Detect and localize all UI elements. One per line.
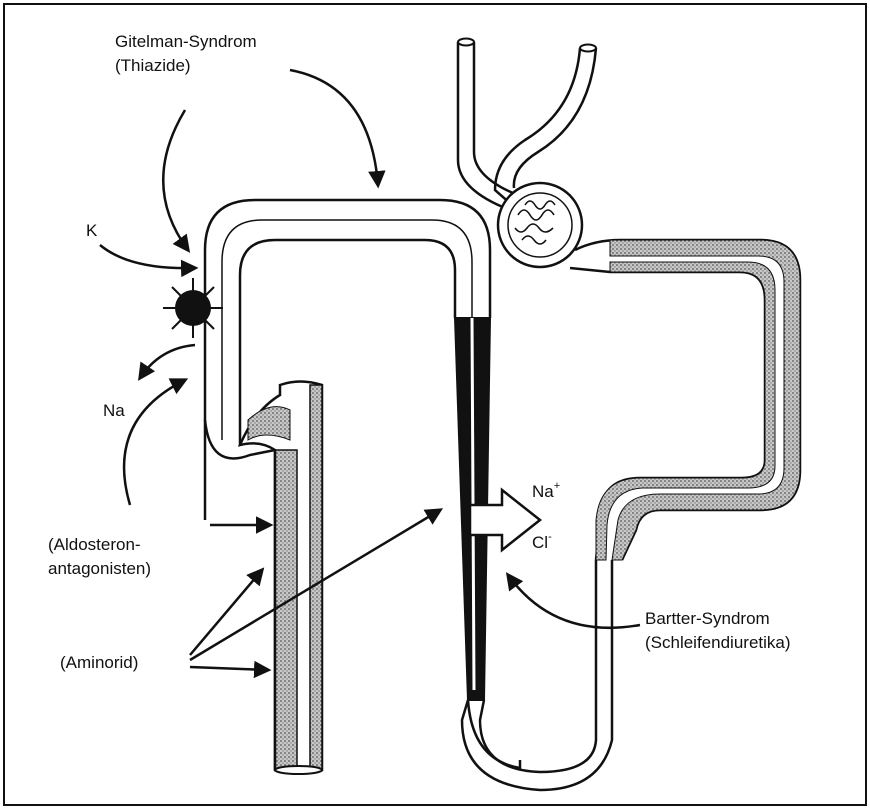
k-label: K bbox=[86, 221, 98, 240]
diagram-border bbox=[4, 4, 866, 805]
arrow-aminorid-up bbox=[190, 570, 262, 655]
arrow-k bbox=[100, 245, 195, 268]
gitelman-title: Gitelman-Syndrom bbox=[115, 32, 257, 51]
proximal-tubule bbox=[570, 240, 800, 560]
arrow-na bbox=[140, 345, 195, 378]
cl-minus-label: Cl- bbox=[532, 531, 552, 552]
aldosteron-label-1: (Aldosteron- bbox=[48, 535, 141, 554]
arrow-aldosteron bbox=[124, 380, 185, 505]
bartter-title: Bartter-Syndrom bbox=[645, 609, 770, 628]
aminorid-label: (Aminorid) bbox=[60, 653, 138, 672]
gitelman-subtitle: (Thiazide) bbox=[115, 56, 191, 75]
arrow-gitelman-left bbox=[163, 110, 188, 250]
arrow-gitelman-top bbox=[290, 70, 378, 185]
pointer-arrows bbox=[100, 70, 640, 670]
bartter-subtitle: (Schleifendiuretika) bbox=[645, 633, 791, 652]
transporter-star-icon bbox=[163, 278, 223, 338]
na-label: Na bbox=[103, 401, 125, 420]
collecting-duct bbox=[205, 382, 322, 775]
arrow-bartter bbox=[508, 575, 640, 628]
glomerulus bbox=[498, 183, 582, 267]
distal-convoluted-tubule bbox=[205, 200, 490, 520]
na-plus-label: Na+ bbox=[532, 480, 560, 501]
arrow-aminorid-right bbox=[190, 667, 268, 670]
aldosteron-label-2: antagonisten) bbox=[48, 559, 151, 578]
